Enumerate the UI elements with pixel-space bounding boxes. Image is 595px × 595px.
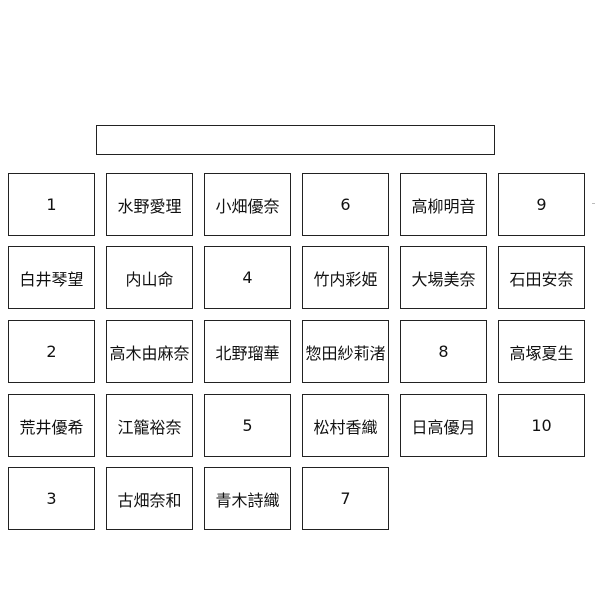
seat-cell[interactable]: 白井琴望 [8,246,95,309]
seat-cell[interactable]: 古畑奈和 [106,467,193,530]
seat-cell[interactable]: 4 [204,246,291,309]
seat-label: 日高優月 [411,417,476,437]
seat-cell[interactable]: 荒井優希 [8,394,95,457]
seat-cell[interactable]: 内山命 [106,246,193,309]
seat-cell[interactable]: 6 [302,173,389,236]
seat-label: 3 [46,489,57,508]
seat-label: 青木詩織 [215,490,280,510]
seat-cell[interactable]: 小畑優奈 [204,173,291,236]
seat-label: 高柳明音 [411,196,476,216]
seat-label: 内山命 [125,269,174,289]
seat-label: 4 [242,268,253,287]
header-box[interactable] [96,125,495,155]
seat-label: 北野瑠華 [215,343,280,363]
seat-label: 惣田紗莉渚 [305,343,386,363]
seat-cell[interactable]: 高木由麻奈 [106,320,193,383]
seat-cell[interactable]: 青木詩織 [204,467,291,530]
seat-cell[interactable]: 惣田紗莉渚 [302,320,389,383]
seat-label: 1 [46,195,57,214]
seat-cell[interactable]: 江籠裕奈 [106,394,193,457]
seat-label: 小畑優奈 [215,196,280,216]
seat-cell[interactable]: 3 [8,467,95,530]
seat-cell[interactable]: 高塚夏生 [498,320,585,383]
seat-label: 2 [46,342,57,361]
seat-cell[interactable]: 北野瑠華 [204,320,291,383]
seat-label: 水野愛理 [117,196,182,216]
seat-label: 竹内彩姫 [313,269,378,289]
seat-cell[interactable]: 9 [498,173,585,236]
seat-label: 古畑奈和 [117,490,182,510]
seat-cell[interactable]: 石田安奈 [498,246,585,309]
seat-cell[interactable]: 大場美奈 [400,246,487,309]
seat-cell[interactable]: 松村香織 [302,394,389,457]
seat-label: 6 [340,195,351,214]
seat-label: 10 [531,416,552,435]
seat-cell[interactable]: 1 [8,173,95,236]
seat-cell[interactable]: 高柳明音 [400,173,487,236]
seat-label: 5 [242,416,253,435]
seat-cell[interactable]: 日高優月 [400,394,487,457]
seat-cell[interactable]: 8 [400,320,487,383]
seat-cell[interactable]: 竹内彩姫 [302,246,389,309]
seat-label: 高塚夏生 [509,343,574,363]
seat-cell[interactable]: 水野愛理 [106,173,193,236]
seat-label: 松村香織 [313,417,378,437]
seat-label: 8 [438,342,449,361]
seat-label: 江籠裕奈 [117,417,182,437]
seat-label: 大場美奈 [411,269,476,289]
seat-label: 9 [536,195,547,214]
seat-cell[interactable]: 10 [498,394,585,457]
seat-label: 白井琴望 [19,269,84,289]
seat-label: 石田安奈 [509,269,574,289]
seat-cell[interactable]: 2 [8,320,95,383]
seat-label: 荒井優希 [19,417,84,437]
edge-mark [592,203,595,204]
seat-cell[interactable]: 5 [204,394,291,457]
seat-label: 高木由麻奈 [109,343,190,363]
seat-cell[interactable]: 7 [302,467,389,530]
seat-label: 7 [340,489,351,508]
